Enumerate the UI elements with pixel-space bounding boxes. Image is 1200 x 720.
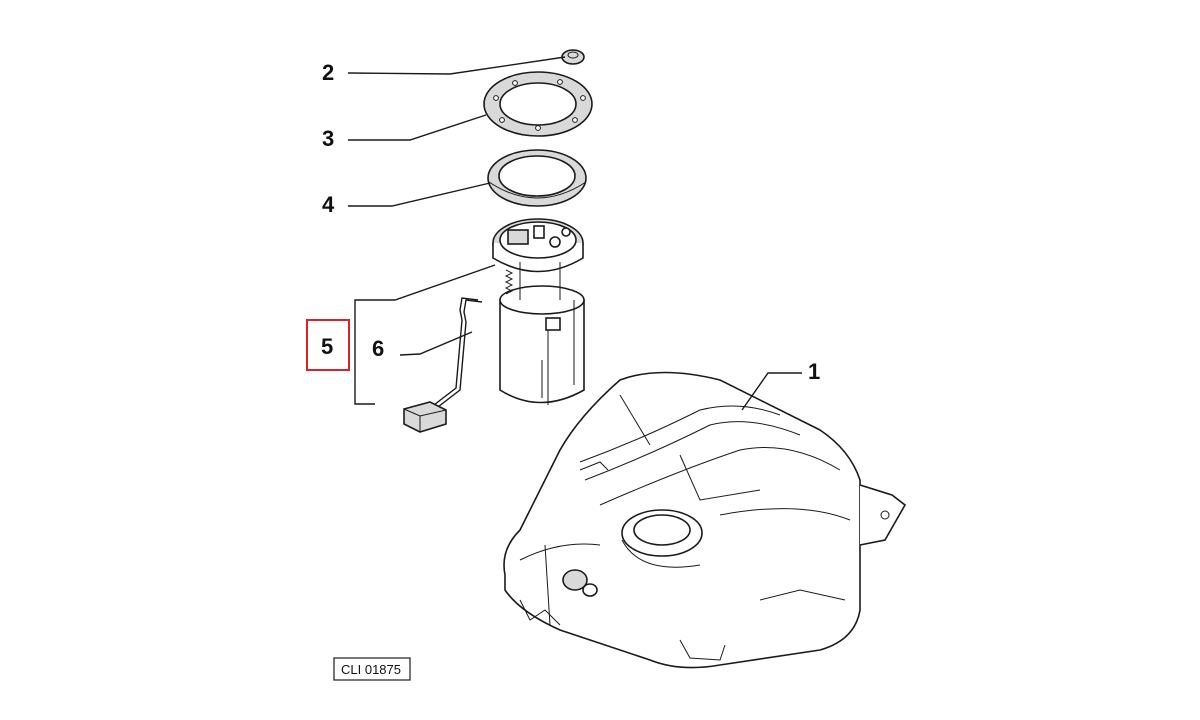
callout-5: 5 bbox=[321, 334, 333, 359]
reference-code-box bbox=[333, 657, 411, 681]
part-nut bbox=[561, 49, 585, 65]
reference-code: CLI 01875 bbox=[341, 662, 401, 677]
part-fuel-pump-module bbox=[492, 218, 585, 405]
callout-5-highlight-box bbox=[306, 319, 350, 371]
callout-6: 6 bbox=[372, 336, 384, 361]
part-fuel-tank bbox=[503, 371, 907, 669]
part-seal bbox=[487, 149, 587, 207]
callout-2: 2 bbox=[322, 60, 334, 85]
callout-4: 4 bbox=[322, 192, 335, 217]
callout-1: 1 bbox=[808, 359, 820, 384]
part-level-sender bbox=[403, 297, 483, 433]
part-locking-ring bbox=[483, 71, 593, 137]
callout-3: 3 bbox=[322, 126, 334, 151]
leader-lines bbox=[347, 56, 802, 411]
